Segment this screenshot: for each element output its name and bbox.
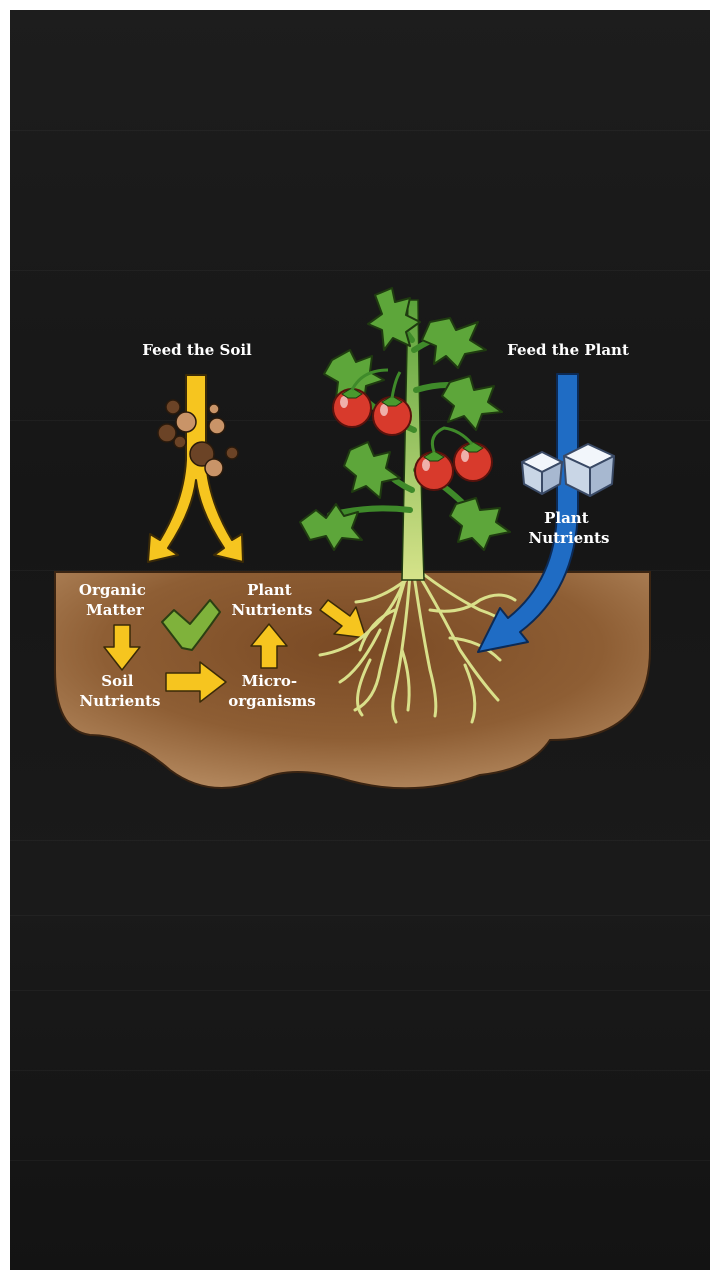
arrow-right-icon	[165, 661, 227, 703]
plant-nutrients-fertilizer-label: Plant Nutrients	[529, 509, 610, 547]
soil-diagram: Feed the Soil Organic Matter Soil Nu	[54, 287, 651, 790]
plant-nutrients-soil-label: Plant Nutrients	[232, 581, 313, 619]
feed-soil-arrow	[147, 374, 244, 563]
soil-particles-icon	[157, 399, 239, 478]
chalkboard-background: Feed the Soil Organic Matter Soil Nu	[10, 10, 710, 1270]
feed-soil-title: Feed the Soil	[142, 341, 252, 359]
soil-area	[54, 571, 651, 790]
arrow-up-icon	[250, 623, 288, 669]
arrow-down-icon	[103, 624, 141, 671]
feed-plant-title: Feed the Plant	[507, 341, 629, 359]
arrow-to-roots-icon	[319, 599, 367, 639]
plant-roots	[318, 568, 527, 724]
feed-plant-arrow	[477, 373, 579, 653]
soil-nutrients-label: Soil Nutrients	[80, 672, 161, 710]
check-icon	[161, 599, 221, 651]
microorganisms-label: Micro- organisms	[228, 672, 315, 710]
organic-matter-label: Organic Matter	[79, 581, 151, 619]
fertilizer-cubes-icon	[521, 443, 615, 497]
tomato-plant-icon	[299, 287, 511, 581]
